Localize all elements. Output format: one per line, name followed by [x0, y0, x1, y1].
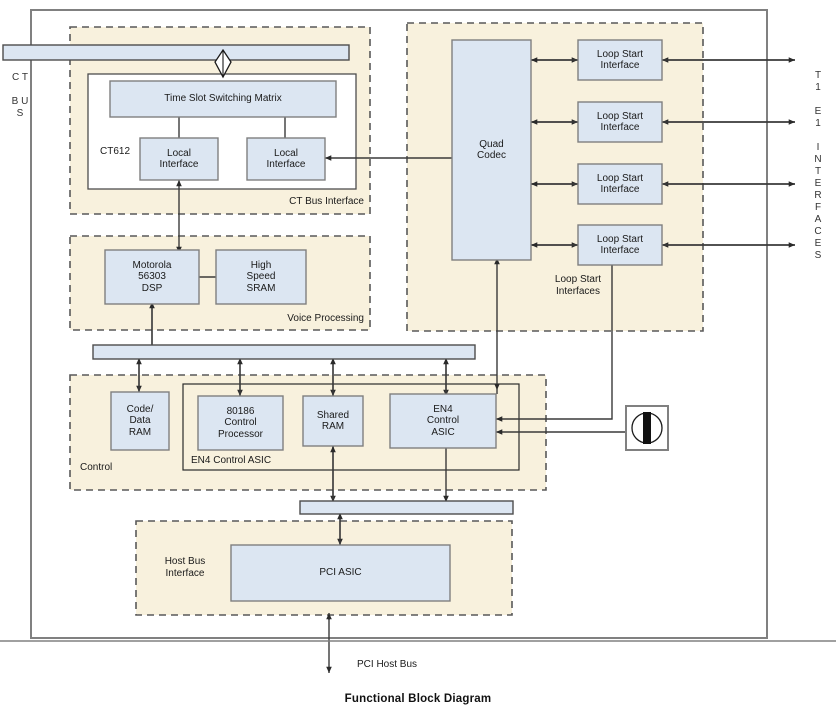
group-en4-control-asic [182, 383, 520, 471]
block-pci-asic[interactable] [230, 544, 451, 602]
bus-pci-bus-bar [299, 500, 514, 515]
block-shared-ram[interactable] [302, 395, 364, 447]
line-lsi4-to-en4 [496, 260, 613, 422]
block-local-interface-right[interactable] [246, 137, 326, 181]
block-high-speed-sram[interactable] [215, 249, 307, 305]
block-loop-start-interface-3[interactable] [577, 163, 663, 205]
diamond-connector-icon [214, 48, 232, 79]
block-loop-start-interface-2[interactable] [577, 101, 663, 143]
phone-jack-icon[interactable] [625, 405, 669, 451]
block-code-data-ram[interactable] [110, 391, 170, 451]
block-loop-start-interface-1[interactable] [577, 39, 663, 81]
block-control-processor-80186[interactable] [197, 395, 284, 451]
block-local-interface-left[interactable] [139, 137, 219, 181]
outer-frame [30, 9, 768, 639]
block-motorola-dsp[interactable] [104, 249, 200, 305]
block-loop-start-interface-4[interactable] [577, 224, 663, 266]
block-time-slot-switching-matrix[interactable] [109, 80, 337, 118]
block-quad-codec[interactable] [451, 39, 532, 261]
block-en4-control-asic[interactable] [389, 393, 497, 449]
diagram-caption: Functional Block Diagram [344, 693, 492, 705]
bus-ct-bus-bar [2, 44, 350, 61]
bus-internal-bus-bar [92, 344, 476, 360]
